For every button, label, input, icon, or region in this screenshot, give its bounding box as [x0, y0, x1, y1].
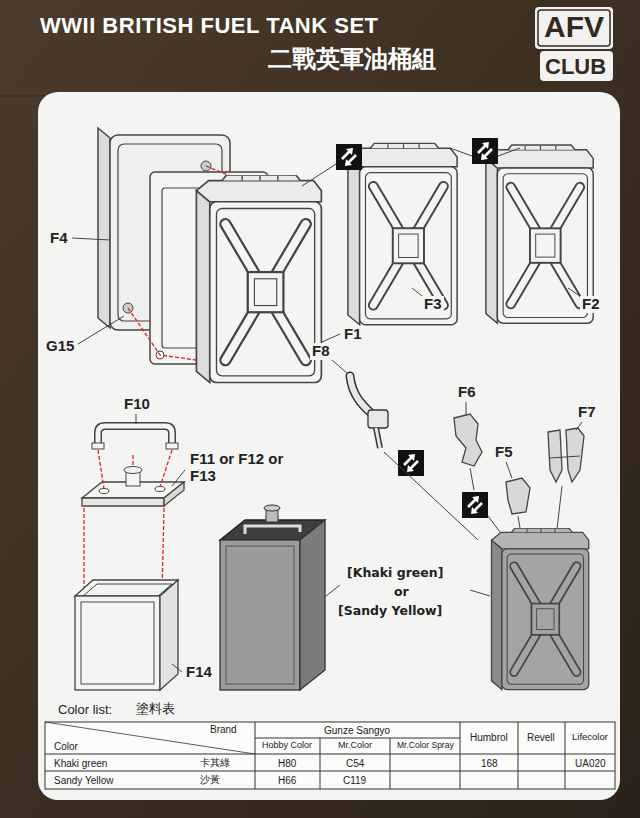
- part-number: F7: [576, 404, 598, 421]
- sheet-title: WWII BRITISH FUEL TANK SET: [40, 14, 379, 38]
- paint-note: or: [392, 585, 411, 599]
- part-number: F3: [422, 296, 444, 313]
- table-cell: Mr.Color Spray: [397, 741, 454, 750]
- table-cell: Khaki green: [54, 758, 107, 769]
- part-number: F4: [48, 230, 70, 247]
- table-cell: Lifecolor: [572, 732, 608, 742]
- table-cell: Sandy Yellow: [54, 775, 114, 786]
- table-cell: Gunze Sangyo: [324, 725, 390, 736]
- part-number: F2: [580, 296, 602, 313]
- table-cell: Color: [54, 741, 78, 752]
- table-cell: Humbrol: [470, 732, 508, 743]
- table-cell: Mr.Color: [338, 741, 372, 751]
- table-cell: C54: [346, 758, 364, 769]
- table-cell: UA020: [575, 758, 606, 769]
- part-number: F6: [456, 384, 478, 401]
- table-cell: 沙黃: [200, 774, 220, 785]
- table-cell: Revell: [527, 732, 555, 743]
- part-number: F5: [493, 444, 515, 461]
- paint-note: [Khaki green]: [345, 566, 445, 580]
- part-number: F8: [310, 343, 332, 360]
- table-cell: 168: [481, 758, 498, 769]
- part-number: F1: [342, 326, 364, 343]
- table-cell: H80: [278, 758, 296, 769]
- table-cell: 卡其綠: [200, 757, 230, 768]
- table-cell: H66: [278, 775, 296, 786]
- table-heading: 塗料表: [136, 702, 175, 716]
- part-number: F10: [122, 396, 152, 413]
- table-heading: Color list:: [58, 703, 112, 717]
- part-number: G15: [44, 338, 76, 355]
- table-cell: Hobby Color: [262, 741, 312, 751]
- part-number: F11 or F12 or F13: [188, 451, 286, 484]
- paint-note: [Sandy Yellow]: [336, 604, 444, 618]
- table-cell: Brand: [210, 724, 237, 735]
- logo-text: CLUB: [545, 55, 606, 79]
- table-cell: C119: [343, 775, 366, 786]
- part-number: F14: [184, 664, 214, 681]
- subtitle: 二戰英軍油桶組: [268, 46, 436, 72]
- logo-text: AFV: [544, 10, 604, 43]
